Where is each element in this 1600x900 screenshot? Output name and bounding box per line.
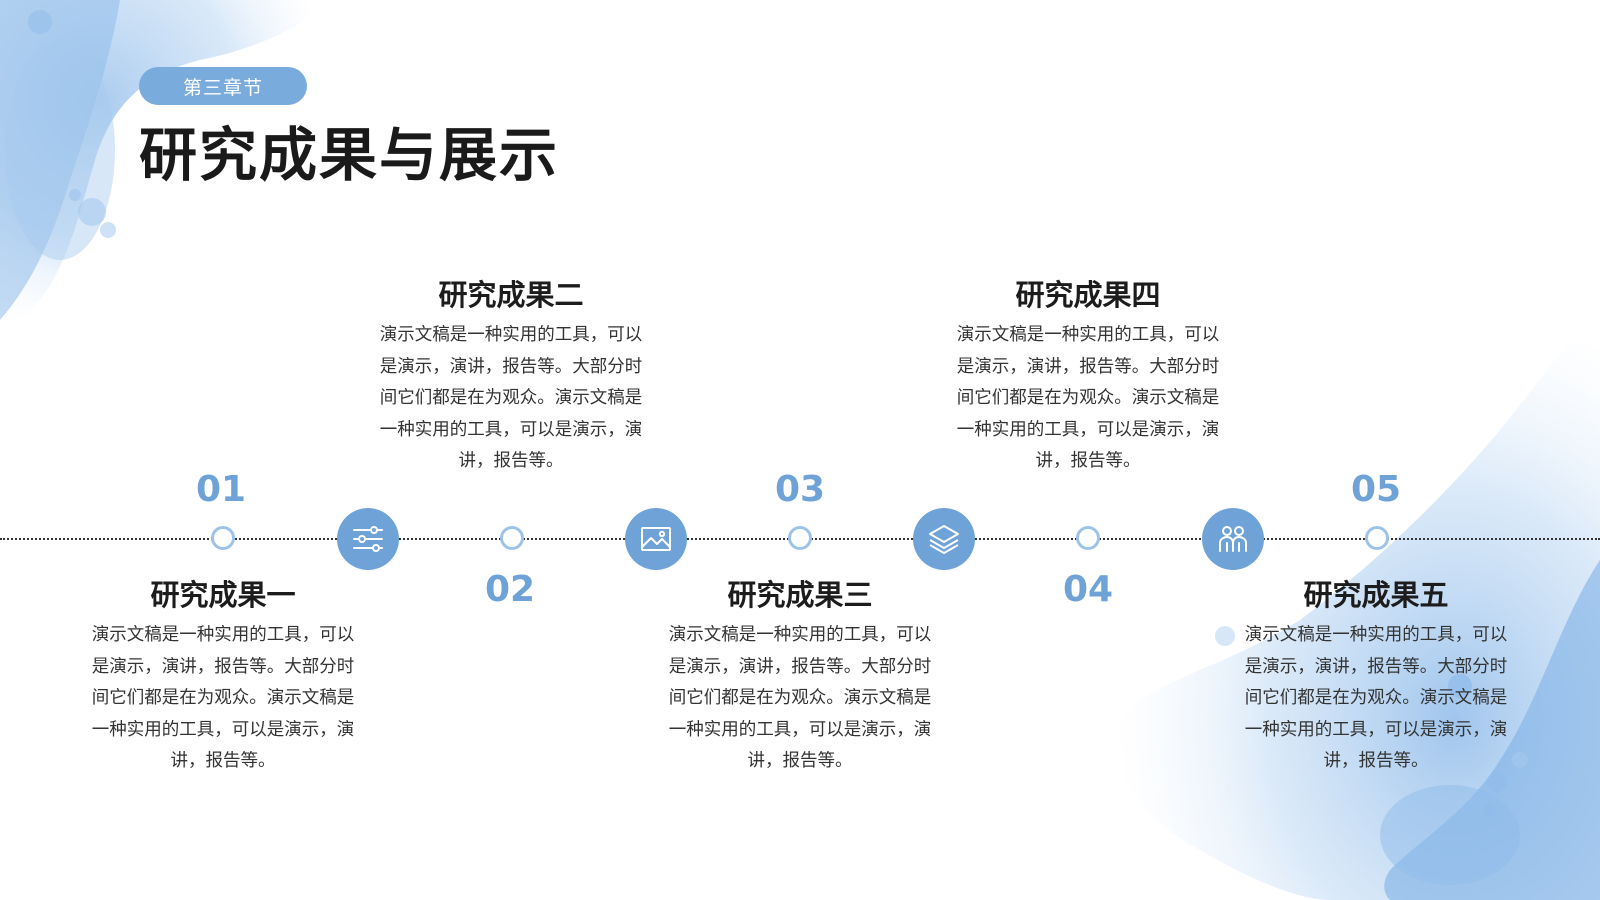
result-title-5: 研究成果五 [1303, 578, 1449, 612]
step-number-02: 02 [484, 569, 536, 610]
result-card-1: 研究成果一 演示文稿是一种实用的工具，可以是演示，演讲，报告等。大部分时间它们都… [73, 575, 373, 778]
result-desc-3: 演示文稿是一种实用的工具，可以是演示，演讲，报告等。大部分时间它们都是在为观众。… [668, 625, 932, 772]
page-title: 研究成果与展示 [139, 121, 560, 189]
timeline-dot-02 [500, 526, 524, 550]
result-card-4: 研究成果四 演示文稿是一种实用的工具，可以是演示，演讲，报告等。大部分时间它们都… [938, 275, 1238, 478]
result-title-3: 研究成果三 [727, 578, 873, 612]
result-desc-1: 演示文稿是一种实用的工具，可以是演示，演讲，报告等。大部分时间它们都是在为观众。… [91, 625, 355, 772]
result-card-5: 研究成果五 演示文稿是一种实用的工具，可以是演示，演讲，报告等。大部分时间它们都… [1226, 575, 1526, 778]
sliders-icon [337, 508, 399, 570]
step-number-03: 03 [774, 469, 826, 510]
timeline-dot-04 [1076, 526, 1100, 550]
step-number-05: 05 [1350, 469, 1402, 510]
result-desc-2: 演示文稿是一种实用的工具，可以是演示，演讲，报告等。大部分时间它们都是在为观众。… [379, 325, 643, 472]
timeline-dot-05 [1365, 526, 1389, 550]
result-desc-4: 演示文稿是一种实用的工具，可以是演示，演讲，报告等。大部分时间它们都是在为观众。… [956, 325, 1220, 472]
result-card-2: 研究成果二 演示文稿是一种实用的工具，可以是演示，演讲，报告等。大部分时间它们都… [361, 275, 661, 478]
layers-icon [913, 508, 975, 570]
result-title-4: 研究成果四 [1015, 278, 1161, 312]
result-title-2: 研究成果二 [438, 278, 584, 312]
timeline-dot-03 [788, 526, 812, 550]
step-number-04: 04 [1062, 569, 1114, 610]
result-title-1: 研究成果一 [150, 578, 296, 612]
users-icon [1202, 508, 1264, 570]
result-card-3: 研究成果三 演示文稿是一种实用的工具，可以是演示，演讲，报告等。大部分时间它们都… [650, 575, 950, 778]
step-number-01: 01 [195, 469, 247, 510]
result-desc-5: 演示文稿是一种实用的工具，可以是演示，演讲，报告等。大部分时间它们都是在为观众。… [1244, 625, 1508, 772]
image-icon [625, 508, 687, 570]
timeline-dot-01 [211, 526, 235, 550]
chapter-badge: 第三章节 [139, 67, 307, 105]
